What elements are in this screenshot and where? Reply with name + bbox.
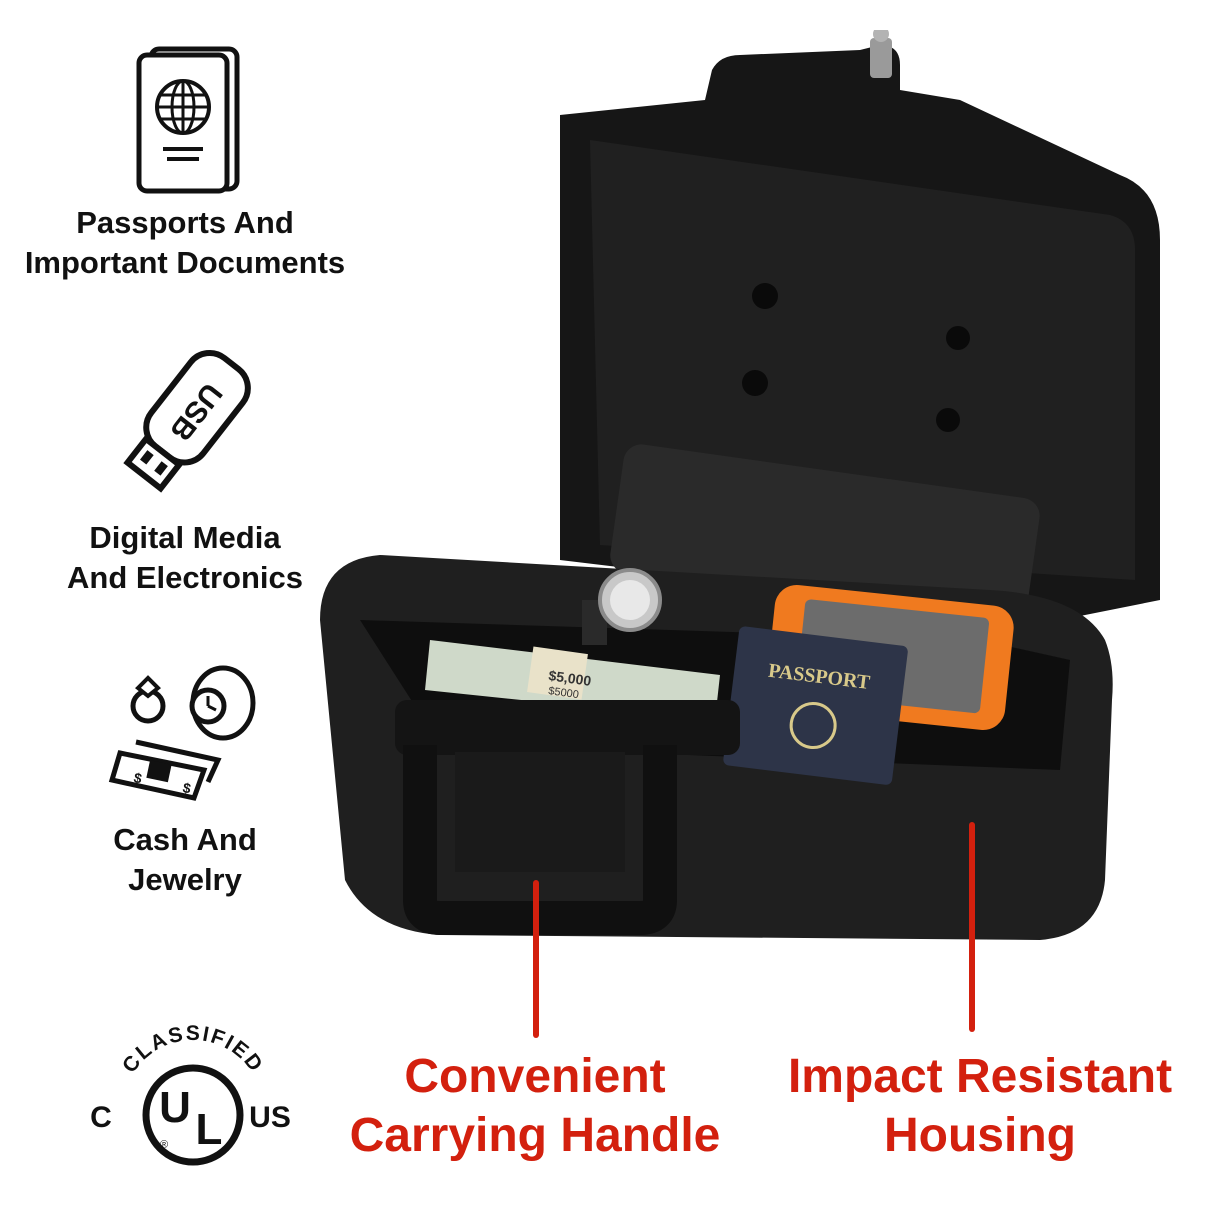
callout-carrying-handle: Convenient Carrying Handle [340,1048,730,1165]
cert-right-text: US [249,1101,291,1134]
feature-documents-line2: Important Documents [24,245,346,281]
feature-cash-line2: Jewelry [128,862,242,898]
svg-text:$: $ [181,779,192,796]
handle-pointer-line [533,880,539,1038]
fire-safe-chest-image: $5,000 $5000 PASSPORT [300,26,1180,955]
callout-handle-line1: Convenient [404,1050,666,1103]
cash-jewelry-icon: $ $ [108,658,268,808]
svg-text:U: U [159,1083,191,1132]
passport-icon [133,45,243,195]
feature-documents-line1: Passports And [76,205,294,240]
key [870,38,892,78]
svg-text:L: L [196,1105,223,1154]
cert-left-text: C [90,1101,112,1134]
money-band-label: $5000 [548,685,580,701]
callout-housing-line2: Housing [884,1108,1076,1162]
usb-drive-icon: USB [115,340,265,500]
feature-cash-line1: Cash And [113,822,257,857]
svg-text:$: $ [132,769,143,786]
feature-digital-line2: And Electronics [67,560,303,596]
feature-label-documents: Passports And Important Documents [20,203,350,284]
passport-book: PASSPORT [723,626,908,785]
callout-handle-line2: Carrying Handle [349,1108,721,1162]
callout-impact-housing: Impact Resistant Housing [780,1048,1180,1165]
callout-housing-line1: Impact Resistant [787,1050,1173,1103]
feature-label-digital: Digital Media And Electronics [20,518,350,599]
carrying-handle [395,700,740,935]
svg-text:®: ® [160,1139,168,1151]
feature-digital-line1: Digital Media [89,520,281,555]
housing-pointer-line [969,822,975,1032]
banknote-label: $5,000 [548,667,593,689]
feature-label-cash: Cash And Jewelry [20,820,350,901]
ul-certification-seal: CLASSIFIED U L ® C US [85,1010,295,1180]
watch [582,568,662,645]
